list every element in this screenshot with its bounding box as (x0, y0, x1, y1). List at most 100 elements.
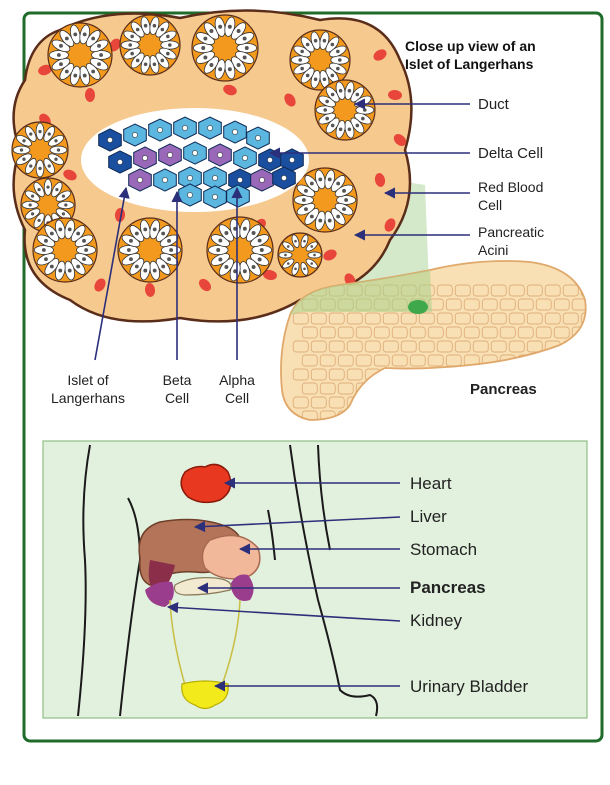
pancreas-lobule (310, 312, 327, 325)
pancreas-lobule (346, 312, 363, 325)
body-outline (77, 444, 379, 717)
pancreas-lobule (337, 382, 354, 395)
pancreas-lobule (382, 340, 399, 353)
islet-cell-nucleus (212, 194, 218, 200)
pancreas-lobule (328, 340, 345, 353)
islet-location-dot (408, 300, 428, 314)
pancreas-body-label: Pancreas (410, 578, 486, 597)
acinus (191, 14, 259, 82)
pancreas-lobule (346, 340, 363, 353)
islet-cell-nucleus (182, 125, 188, 131)
acinus (11, 121, 69, 179)
pancreas-lobule (535, 298, 552, 311)
kidney-leader (166, 602, 401, 622)
pancreas-lobule (526, 284, 543, 297)
pancreas-lobule (355, 326, 372, 339)
pancreas-lobule (427, 354, 444, 367)
pancreas-lobule (526, 312, 543, 325)
red-blood-cell (388, 89, 402, 101)
pancreas-lobule (364, 340, 381, 353)
acinus (32, 217, 98, 283)
pancreas-lobule (508, 284, 525, 297)
pancreas-lobule (418, 340, 435, 353)
pancreas-lobule (373, 326, 390, 339)
islet-cell-nucleus (217, 152, 223, 158)
pancreas-lobule (373, 354, 390, 367)
islet-cell-nucleus (232, 129, 238, 135)
islet-label-2: Langerhans (51, 390, 125, 406)
pancreas-lobule (292, 340, 309, 353)
islet-cell-nucleus (117, 159, 123, 165)
pancreas-highlight (290, 270, 432, 315)
red-blood-cell (94, 278, 106, 292)
rbc-label-2: Cell (478, 197, 502, 213)
acinus (47, 22, 113, 88)
islet-cell-nucleus (207, 125, 213, 131)
duct-label: Duct (478, 96, 510, 113)
heart-organ (180, 463, 232, 504)
stomach-label: Stomach (410, 540, 477, 559)
pancreas-lobule (544, 284, 561, 297)
kidney-left-organ (145, 581, 174, 607)
red-blood-cell (323, 249, 337, 261)
red-blood-cell (38, 64, 52, 76)
pancreas-lobule (544, 312, 561, 325)
islet-cell-nucleus (167, 152, 173, 158)
islet-cell-nucleus (212, 175, 218, 181)
red-blood-cell (84, 88, 96, 102)
pancreas-lobule (580, 312, 586, 325)
beta-label-1: Beta (163, 372, 192, 388)
pancreas-lobule (391, 354, 408, 367)
pancreas-lobule (346, 368, 363, 381)
acinus (277, 232, 323, 278)
delta-cell-label: Delta Cell (478, 145, 543, 162)
acinus (117, 217, 183, 283)
liver-label: Liver (410, 507, 447, 526)
bladder-label: Urinary Bladder (410, 677, 528, 696)
pancreas-lobule (445, 326, 462, 339)
pancreas-lobule (562, 284, 579, 297)
pancreas-label: Pancreas (470, 381, 537, 398)
islet-cell-nucleus (281, 175, 287, 181)
pancreas-lobule (499, 298, 516, 311)
red-blood-cell (198, 278, 212, 292)
liver-leader (193, 516, 401, 533)
islet-cell-nucleus (142, 155, 148, 161)
pancreas-lobule (409, 354, 426, 367)
stomach-organ (201, 534, 261, 580)
beta-label-2: Cell (165, 390, 189, 406)
acini-label-2: Acini (478, 242, 508, 258)
pancreas-lobule (463, 298, 480, 311)
pancreas-lobule (436, 340, 453, 353)
body-panel (42, 440, 588, 719)
pancreas-lobule (400, 312, 417, 325)
pancreas-lobule (562, 312, 579, 325)
pancreas-organ (280, 260, 587, 421)
islet-cell-nucleus (107, 137, 113, 143)
acinus (314, 79, 376, 141)
pancreas-lobule (481, 326, 498, 339)
pancreas-lobule (328, 312, 345, 325)
red-blood-cell (223, 84, 237, 96)
pancreas-lobule (364, 312, 381, 325)
red-blood-cell (284, 93, 296, 107)
pancreas-lobule (391, 326, 408, 339)
heart-label: Heart (410, 474, 452, 493)
pancreas-lobule (382, 312, 399, 325)
red-blood-cell (263, 269, 277, 281)
pancreas-lobule (490, 340, 507, 353)
islet-label-1: Islet of (67, 372, 108, 388)
pancreas-lobule (472, 312, 489, 325)
islet-cell-nucleus (289, 157, 295, 163)
pancreas-lobule (445, 298, 462, 311)
islet-cell-nucleus (137, 177, 143, 183)
pancreas-lobule (310, 396, 327, 409)
pancreas-lobule (454, 284, 471, 297)
pancreas-lobule (508, 312, 525, 325)
pancreas-lobule (319, 326, 336, 339)
red-blood-cell (374, 173, 386, 187)
pancreas-lobule (517, 326, 534, 339)
pancreas-lobule (328, 368, 345, 381)
acinus (206, 216, 274, 284)
